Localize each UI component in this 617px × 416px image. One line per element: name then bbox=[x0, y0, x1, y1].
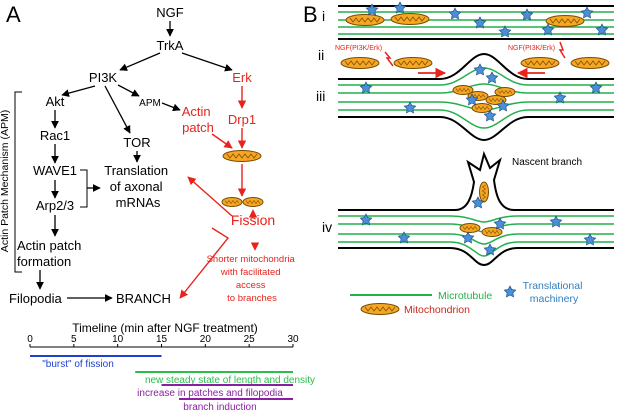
mito-row-ii-3 bbox=[520, 57, 560, 69]
mito-short-1 bbox=[221, 197, 243, 207]
row-label-iv: iv bbox=[322, 219, 332, 235]
mito-row-i-2 bbox=[390, 13, 430, 25]
node-branch: BRANCH bbox=[116, 291, 171, 306]
timeline-tick-label: 15 bbox=[156, 334, 168, 345]
panel-a-label: A bbox=[6, 2, 21, 27]
timeline-bar-label: new steady state of length and density bbox=[145, 375, 315, 386]
timeline: Timeline (min after NGF treatment) 0 5 10 1… bbox=[27, 321, 315, 413]
panel-b-label: B bbox=[303, 2, 318, 27]
timeline-tick-label: 30 bbox=[287, 334, 299, 345]
legend-mitochondrion-icon bbox=[360, 303, 400, 315]
node-rac1: Rac1 bbox=[40, 128, 70, 143]
shorter-mitochondria-note: Shorter mitochondria with facilitated ac… bbox=[207, 254, 298, 304]
mito-row-i-3 bbox=[545, 15, 585, 27]
legend-mitochondrion-label: Mitochondrion bbox=[404, 304, 470, 316]
black-arrows bbox=[36, 21, 233, 302]
signal-label-left: NGF(PI3K/Erk) bbox=[335, 45, 382, 52]
legend-microtubule-label: Microtubule bbox=[438, 290, 492, 302]
node-tor: TOR bbox=[123, 135, 150, 150]
nascent-branch-label: Nascent branch bbox=[512, 157, 582, 168]
node-trka: TrkA bbox=[157, 38, 184, 53]
mito-row-i-1 bbox=[345, 14, 385, 26]
apm-bracket bbox=[14, 91, 22, 273]
panel-b-legend: Microtubule Translational machinery Mito… bbox=[350, 280, 586, 316]
signal-label-right: NGF(PI3K/Erk) bbox=[508, 45, 555, 52]
mito-long bbox=[222, 150, 262, 162]
legend-machinery-icon bbox=[503, 285, 517, 298]
mito-short-2 bbox=[242, 197, 264, 207]
timeline-bar-label: branch induction bbox=[183, 402, 256, 413]
row-label-i: i bbox=[322, 8, 325, 24]
axon-row-i: i bbox=[322, 1, 614, 40]
timeline-bars: "burst" of fission new steady state of le… bbox=[30, 355, 315, 413]
mito-row-ii-1 bbox=[340, 57, 380, 69]
red-arrows bbox=[179, 86, 260, 299]
timeline-tick-label: 5 bbox=[71, 334, 77, 345]
node-akt: Akt bbox=[46, 94, 65, 109]
node-filopodia: Filopodia bbox=[9, 291, 63, 306]
timeline-tick-label: 20 bbox=[200, 334, 212, 345]
axon-row-iv: Nascent branch iv bbox=[322, 150, 614, 267]
node-actin-patch-formation: Actin patch formation bbox=[17, 238, 85, 269]
node-translation: Translation of axonal mRNAs bbox=[104, 163, 171, 210]
axon-row-ii: ii NGF(PI3K/Erk) NGF(PI3K/Erk) bbox=[318, 41, 610, 79]
wave-arp-bracket bbox=[80, 169, 88, 208]
pathway-diagram: NGF TrkA PI3K Erk Akt APM Actin patch Dr… bbox=[0, 5, 298, 306]
node-erk: Erk bbox=[232, 70, 252, 85]
axon-row-iii: iii bbox=[316, 52, 614, 142]
row-label-iii: iii bbox=[316, 88, 325, 104]
timeline-tick-label: 10 bbox=[112, 334, 124, 345]
node-apm: APM bbox=[139, 98, 161, 109]
row-label-ii: ii bbox=[318, 47, 324, 63]
mito-row-ii-4 bbox=[570, 57, 610, 69]
apm-side-label: Actin Patch Mechanism (APM) bbox=[0, 110, 11, 252]
node-ngf: NGF bbox=[156, 5, 184, 20]
timeline-tick-label: 25 bbox=[244, 334, 256, 345]
timeline-ticks: 0 5 10 15 20 25 30 bbox=[27, 334, 299, 347]
node-arp: Arp2/3 bbox=[36, 198, 74, 213]
node-pi3k: PI3K bbox=[89, 70, 118, 85]
timeline-tick-label: 0 bbox=[27, 334, 33, 345]
mito-row-ii-2 bbox=[393, 57, 433, 69]
node-drp1: Drp1 bbox=[228, 112, 256, 127]
timeline-bar-label: increase in patches and filopodia bbox=[137, 388, 283, 399]
legend-machinery-label: Translational machinery bbox=[523, 280, 586, 305]
timeline-title: Timeline (min after NGF treatment) bbox=[72, 321, 258, 335]
node-wave1: WAVE1 bbox=[33, 163, 77, 178]
node-fission: Fission bbox=[231, 212, 275, 228]
timeline-bar-label: "burst" of fission bbox=[42, 359, 114, 370]
node-actin-patch: Actin patch bbox=[182, 104, 215, 135]
